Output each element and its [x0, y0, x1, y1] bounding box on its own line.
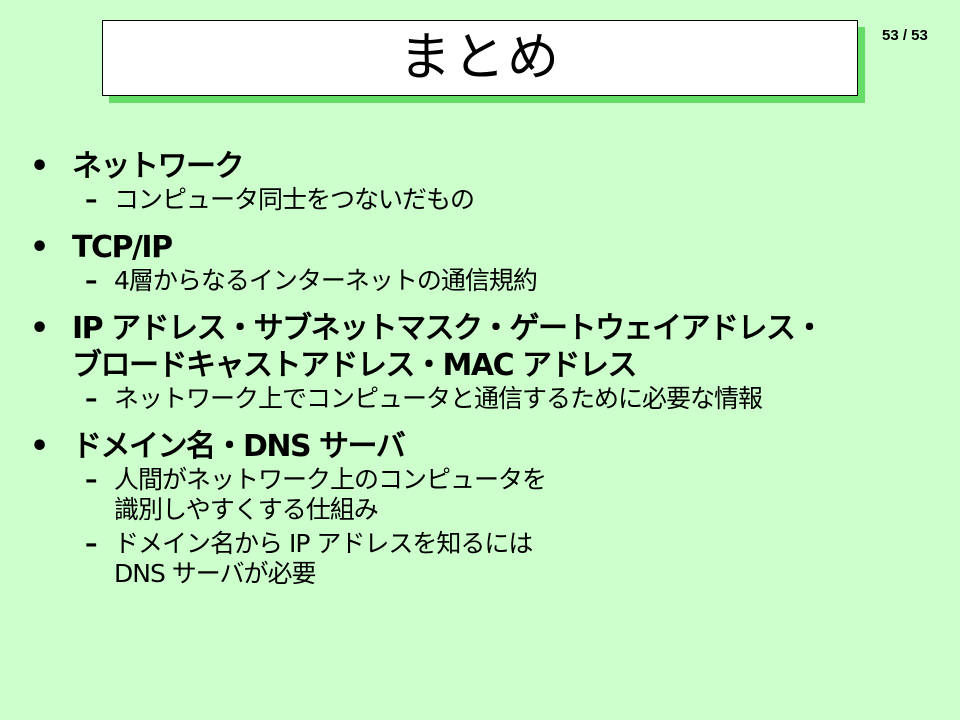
title-box: まとめ — [102, 20, 858, 96]
bullet-text: ブロードキャストアドレス・MAC アドレス — [72, 348, 638, 383]
slide-title: まとめ — [398, 28, 561, 88]
spacer — [30, 414, 940, 428]
spacer — [30, 215, 940, 229]
bullet-marker: • — [30, 149, 50, 184]
slide-content: • ネットワーク – コンピュータ同士をつないだもの • TCP/IP – 4層… — [30, 148, 940, 589]
bullet-marker: • — [30, 311, 50, 346]
bullet-marker: • — [30, 230, 50, 265]
sub-text: 識別しやすくする仕組み — [114, 495, 379, 524]
bullet-item: • IP アドレス・サブネットマスク・ゲートウェイアドレス・ ブロードキャストア… — [30, 310, 940, 384]
bullet-text: ドメイン名・DNS サーバ — [72, 429, 406, 464]
sub-text: 人間がネットワーク上のコンピュータを — [114, 465, 547, 494]
sub-text: DNS サーバが必要 — [114, 559, 317, 588]
sub-text: 4層からなるインターネットの通信規約 — [114, 266, 538, 295]
bullet-item: • ネットワーク — [30, 148, 940, 185]
bullet-marker: • — [30, 429, 50, 464]
sub-item: – ネットワーク上でコンピュータと通信するために必要な情報 — [30, 384, 940, 414]
bullet-item: • ドメイン名・DNS サーバ — [30, 428, 940, 465]
sub-marker: – — [85, 266, 98, 295]
bullet-item: • TCP/IP — [30, 229, 940, 266]
bullet-text: TCP/IP — [72, 230, 173, 265]
sub-item: – ドメイン名から IP アドレスを知るには DNS サーバが必要 — [30, 529, 940, 589]
sub-text: ドメイン名から IP アドレスを知るには — [114, 529, 533, 558]
sub-marker: – — [85, 384, 98, 413]
page-number: 53 / 53 — [882, 27, 928, 44]
sub-text: コンピュータ同士をつないだもの — [114, 185, 475, 214]
sub-item: – 人間がネットワーク上のコンピュータを 識別しやすくする仕組み — [30, 465, 940, 525]
bullet-text: ネットワーク — [72, 149, 245, 184]
bullet-text: IP アドレス・サブネットマスク・ゲートウェイアドレス・ — [72, 311, 825, 346]
sub-marker: – — [85, 185, 98, 214]
sub-marker: – — [85, 465, 98, 494]
sub-item: – コンピュータ同士をつないだもの — [30, 185, 940, 215]
spacer — [30, 296, 940, 310]
sub-item: – 4層からなるインターネットの通信規約 — [30, 266, 940, 296]
sub-text: ネットワーク上でコンピュータと通信するために必要な情報 — [114, 384, 763, 413]
sub-marker: – — [85, 529, 98, 558]
